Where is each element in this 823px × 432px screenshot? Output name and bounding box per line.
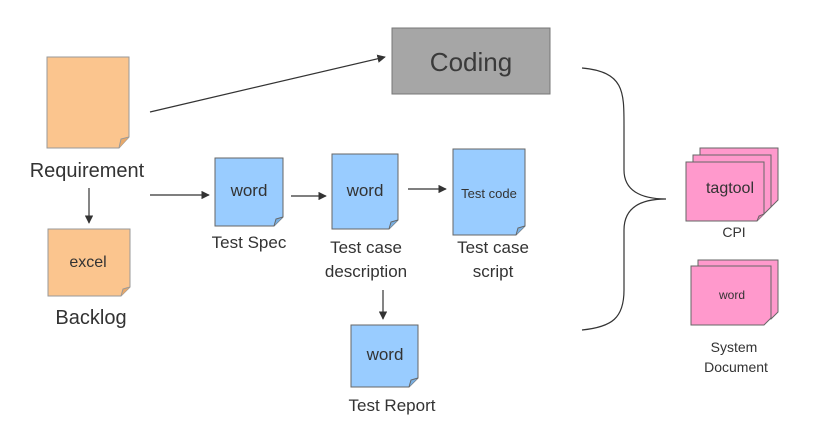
cpi-doc-text: tagtool	[706, 180, 754, 197]
requirement-document-icon	[46, 56, 130, 149]
test-case-description-document-icon	[331, 153, 399, 230]
cpi-label: CPI	[722, 224, 745, 240]
test-report-document-icon	[350, 324, 419, 388]
grouping-brace	[581, 67, 667, 331]
requirement-label: Requirement	[30, 160, 145, 182]
backlog-label: Backlog	[55, 307, 126, 329]
coding-label: Coding	[430, 47, 512, 77]
system-document-label-line2: Document	[704, 359, 768, 375]
test-case-script-document-icon	[452, 148, 526, 236]
test-case-script-label-line2: script	[473, 262, 514, 281]
system-document-doc-text: word	[718, 288, 745, 302]
test-report-label: Test Report	[349, 396, 436, 415]
coding-box	[391, 27, 551, 95]
test-case-description-doc-text: word	[346, 181, 384, 200]
test-case-description-label-line2: description	[325, 262, 407, 281]
test-case-description-label-line1: Test case	[330, 238, 402, 257]
backlog-document-icon	[47, 228, 131, 297]
test-report-doc-text: word	[366, 345, 404, 364]
test-spec-label: Test Spec	[212, 233, 287, 252]
system-document-stack-icon	[690, 259, 779, 326]
backlog-doc-text: excel	[69, 254, 106, 271]
test-case-script-label-line1: Test case	[457, 238, 529, 257]
cpi-document-stack-icon	[685, 147, 779, 222]
edge-requirement-to-coding	[149, 54, 386, 113]
test-spec-doc-text: word	[230, 181, 268, 200]
system-document-label-line1: System	[711, 339, 758, 355]
test-case-script-doc-text: Test code	[461, 186, 517, 201]
test-spec-document-icon	[214, 157, 284, 227]
